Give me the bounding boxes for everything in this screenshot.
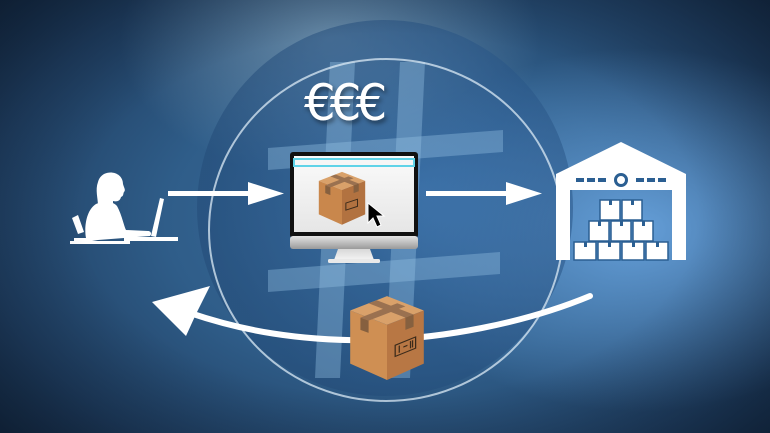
delivery-package-icon [350,296,424,380]
